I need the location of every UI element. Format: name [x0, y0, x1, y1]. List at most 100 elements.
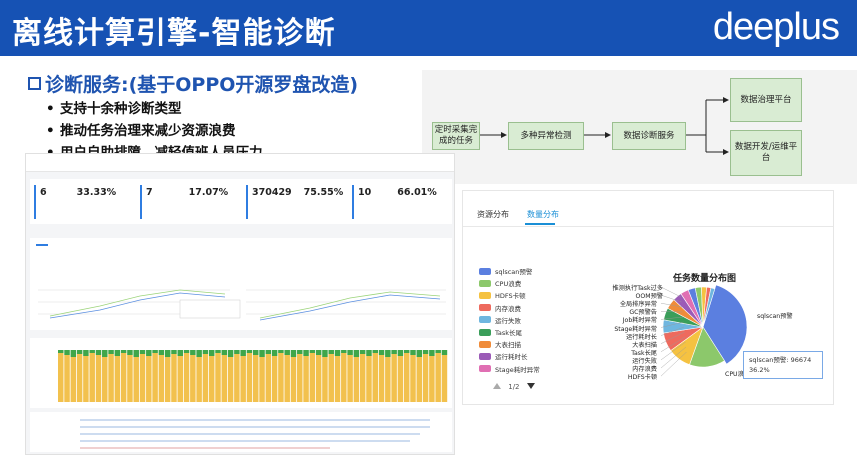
pie-slice-label: HDFS卡顿	[627, 374, 657, 382]
bar-segment	[328, 354, 334, 402]
bar-segment	[171, 354, 177, 402]
tab-count-distribution[interactable]: 数量分布	[527, 210, 559, 219]
bar-segment	[403, 353, 410, 402]
flow-node-detect: 多种异常检测	[508, 122, 584, 150]
bar-segment	[58, 350, 64, 353]
slide-header: 离线计算引擎-智能诊断 deeplus	[0, 0, 857, 56]
legend-swatch	[479, 291, 491, 299]
bar-segment	[410, 350, 416, 355]
bar-segment	[208, 356, 215, 402]
bar-segment	[164, 357, 171, 402]
bar-segment	[164, 350, 171, 357]
bar-segment	[372, 350, 379, 353]
legend-item[interactable]: 大表扫描	[479, 338, 540, 350]
bar-segment	[315, 355, 322, 402]
page-down-icon[interactable]	[526, 383, 535, 389]
bar-segment	[353, 350, 360, 357]
bar-segment	[202, 350, 209, 354]
bar-segment	[328, 350, 334, 354]
bar-segment	[95, 350, 102, 355]
legend-label: Stage耗时异常	[495, 365, 540, 374]
bar-segment	[372, 353, 379, 402]
legend-swatch	[479, 304, 491, 312]
bar-segment	[416, 350, 423, 357]
legend-item[interactable]: HDFS卡顿	[479, 289, 540, 301]
bar-segment	[196, 350, 202, 357]
bar-segment	[215, 350, 221, 353]
square-bullet-icon	[28, 77, 41, 90]
legend-swatch	[479, 340, 491, 348]
legend-item[interactable]: 运行耗时长	[479, 350, 540, 362]
pie-slice-label: Job耗时异常	[622, 317, 657, 325]
legend-item[interactable]: 内存浪费	[479, 302, 540, 314]
section-heading-text: 诊断服务:(基于OPPO开源罗盘改造)	[45, 74, 359, 96]
bar-segment	[353, 357, 360, 402]
label-leader-line	[660, 341, 686, 361]
bar-segment	[120, 350, 127, 353]
tab-resource-distribution[interactable]: 资源分布	[477, 210, 509, 219]
flow-node-devops: 数据开发/运维平台	[730, 130, 802, 176]
bar-segment	[410, 355, 416, 402]
bar-segment	[359, 354, 366, 402]
bar-segment	[334, 356, 341, 402]
label-leader-line	[660, 351, 687, 377]
bar-segment	[246, 353, 253, 402]
section-heading: 诊断服务:(基于OPPO开源罗盘改造)	[28, 70, 358, 97]
bar-segment	[422, 354, 429, 402]
bar-segment	[127, 355, 133, 402]
bar-segment	[429, 356, 435, 402]
bar-segment	[416, 357, 423, 402]
bar-segment	[297, 354, 303, 402]
bar-segment	[315, 350, 322, 355]
bar-segment	[83, 356, 89, 402]
label-leader-line	[660, 336, 686, 352]
legend-item[interactable]: Stage耗时异常	[479, 363, 540, 375]
bar-segment	[284, 350, 290, 355]
legend-swatch	[479, 267, 491, 275]
trend-tab-indicator	[36, 244, 48, 246]
bar-segment	[429, 350, 435, 356]
legend-label: Task长尾	[495, 329, 523, 338]
bar-segment	[347, 355, 353, 402]
legend-item[interactable]: CPU浪费	[479, 277, 540, 289]
bar-segment	[120, 353, 127, 402]
bar-segment	[190, 355, 196, 402]
flow-node-service: 数据诊断服务	[612, 122, 686, 150]
task-distribution-panel: 资源分布 数量分布 sqlscan预警 CPU浪费 HDFS卡顿 内存浪费 运行…	[462, 190, 834, 405]
legend-item[interactable]: 运行失败	[479, 314, 540, 326]
page-up-icon[interactable]	[493, 383, 501, 389]
legend-item[interactable]: Task长尾	[479, 326, 540, 338]
kpi-pct: 33.33%	[76, 187, 117, 198]
bar-segment	[114, 356, 121, 402]
bar-segment	[152, 353, 158, 402]
legend-label: 运行耗时长	[495, 353, 528, 362]
label-leader-line	[660, 311, 683, 313]
bar-segment	[422, 350, 429, 354]
bar-segment	[341, 353, 347, 402]
bar-segment	[70, 350, 77, 357]
bar-segment	[108, 354, 114, 402]
pie-tooltip: sqlscan预警: 96674 36.2%	[743, 351, 823, 379]
bar-segment	[114, 350, 121, 356]
pie-slice-label: 推测执行Task过多	[612, 285, 663, 292]
tab-divider	[463, 226, 833, 227]
pie-slice-label: 全局排序异常	[619, 301, 657, 309]
legend-label: HDFS卡顿	[495, 292, 526, 301]
pie-slice[interactable]	[702, 287, 716, 328]
pie-slice-label: 大表扫描	[632, 341, 657, 349]
bar-segment	[309, 353, 316, 402]
pie-slice-label: 运行失败	[632, 357, 657, 365]
kpi-value: 10	[358, 187, 372, 198]
bar-segment	[108, 350, 114, 354]
bar-segment	[397, 350, 404, 356]
label-leader-line	[660, 321, 684, 328]
bar-segment	[303, 350, 309, 356]
pie-slice-label: Task长尾	[631, 349, 657, 357]
label-leader-line	[660, 346, 687, 369]
bar-segment	[271, 356, 278, 402]
trend-lines	[38, 289, 446, 321]
legend-item[interactable]: sqlscan预警	[479, 265, 540, 277]
pie-slice[interactable]	[702, 284, 748, 365]
bar-segment	[133, 350, 139, 357]
bar-segment	[378, 355, 385, 402]
